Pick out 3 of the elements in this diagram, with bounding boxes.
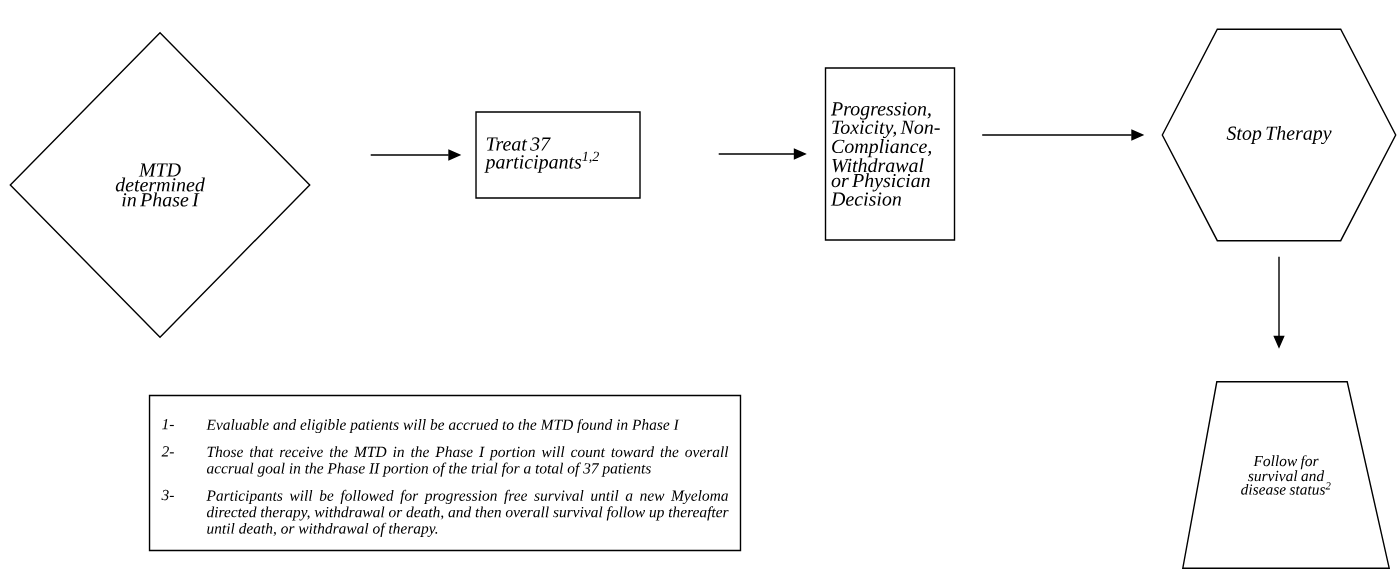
footnote-box: 1- Evaluable and eligible patients will be accrued to the MTD found in Phase I 2- Those that receive the MTD in the Phase I portion will count toward the overall accrual goal in the Phase II portion of the trial for a total of 37 patients 3- Participants will be followed for progression free survival until a new Myeloma directed therapy, withdrawal or death, and then overall survival follow up thereafter until death, or withdrawal of therapy. [148, 394, 742, 552]
process-box: Treat 37 participants$^{1,2}$ [475, 111, 641, 199]
process-box: Progression, Toxicity, Non-Compliance, Withdrawal or Physician Decision [824, 67, 956, 241]
